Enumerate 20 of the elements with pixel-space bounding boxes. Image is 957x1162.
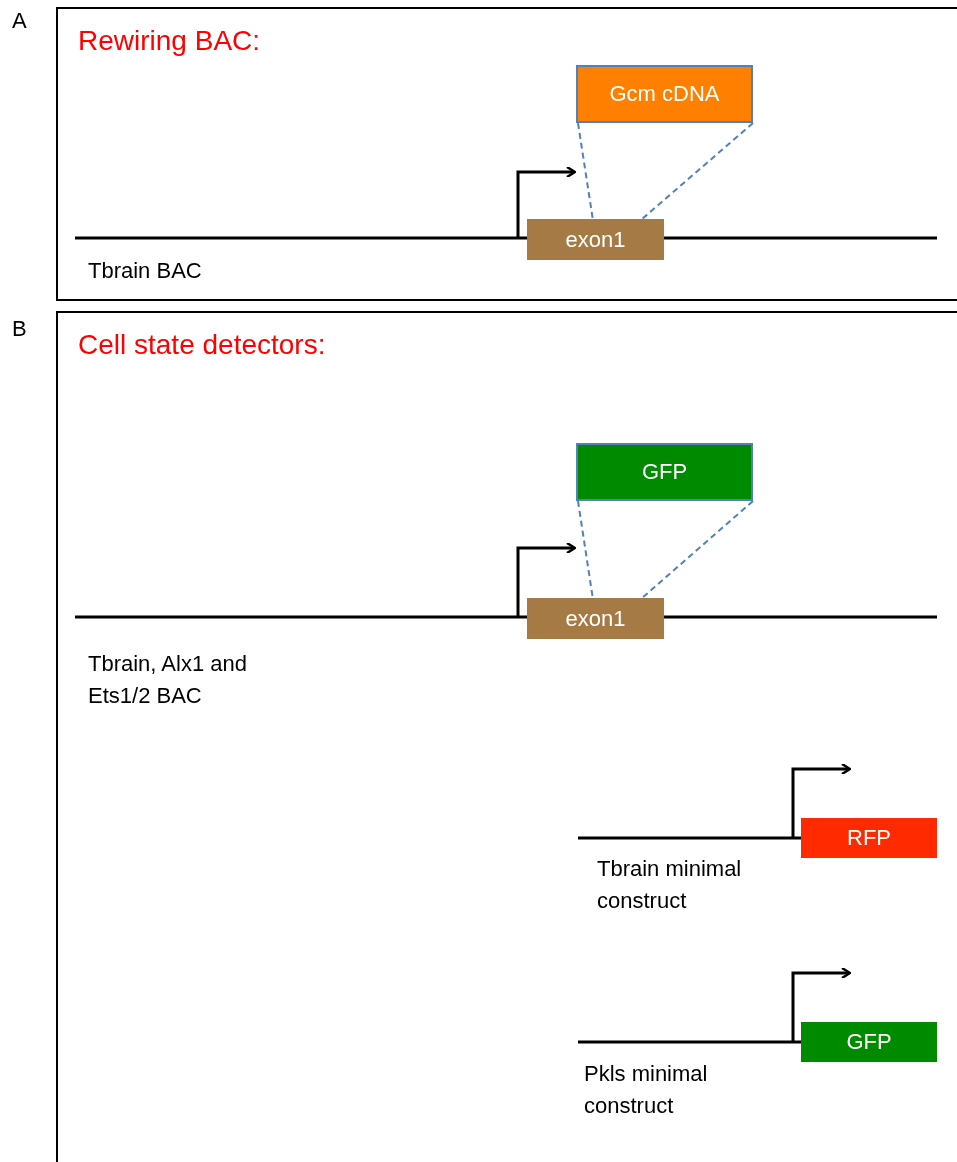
dashed-line <box>641 122 754 220</box>
construct-label: Pkls minimal construct <box>584 1060 709 1120</box>
construct-label: Tbrain, Alx1 and Ets1/2 BAC <box>88 650 248 710</box>
panel-frame <box>56 311 957 1162</box>
dashed-line <box>577 500 594 599</box>
insert-box: GFP <box>576 443 753 501</box>
reporter-box: GFP <box>801 1022 937 1062</box>
insert-box: Gcm cDNA <box>576 65 753 123</box>
construct-label: Tbrain minimal construct <box>597 855 743 915</box>
panel-letter: A <box>12 8 27 34</box>
reporter-box: RFP <box>801 818 937 858</box>
panel-title: Cell state detectors: <box>78 329 326 361</box>
panel-letter: B <box>12 316 27 342</box>
dashed-line <box>641 500 754 599</box>
panel-title: Rewiring BAC: <box>78 25 261 57</box>
panel-frame <box>56 7 957 301</box>
dashed-line <box>577 122 594 220</box>
exon-box: exon1 <box>527 598 664 639</box>
construct-label: Tbrain BAC <box>88 257 203 285</box>
exon-box: exon1 <box>527 219 664 260</box>
